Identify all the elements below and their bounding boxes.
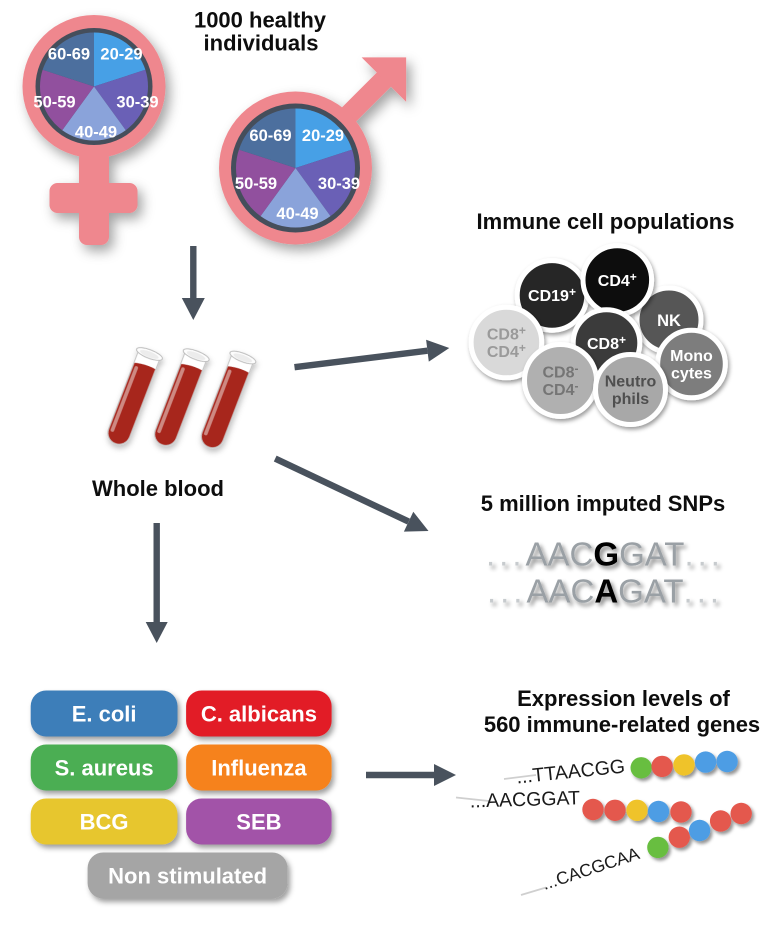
svg-text:Whole blood: Whole blood — [92, 476, 224, 501]
svg-text:60-69: 60-69 — [48, 46, 90, 64]
svg-text:40-49: 40-49 — [276, 205, 318, 223]
svg-text:Immune cell populations: Immune cell populations — [477, 209, 735, 234]
svg-text:Influenza: Influenza — [211, 755, 307, 780]
svg-text:Expression levels of: Expression levels of — [517, 686, 730, 711]
svg-text:E. coli: E. coli — [72, 701, 137, 726]
svg-text:S. aureus: S. aureus — [55, 755, 154, 780]
svg-text:phils: phils — [612, 391, 649, 408]
svg-text:50-59: 50-59 — [33, 94, 75, 112]
svg-text:...AACAGAT...: ...AACAGAT... — [487, 573, 723, 610]
svg-text:individuals: individuals — [204, 31, 319, 56]
svg-text:NK: NK — [657, 312, 681, 330]
svg-text:50-59: 50-59 — [235, 175, 277, 193]
svg-text:30-39: 30-39 — [116, 94, 158, 112]
svg-text:CD4+: CD4+ — [598, 270, 637, 290]
svg-text:SEB: SEB — [236, 809, 281, 834]
svg-text:...AACGGAT: ...AACGGAT — [469, 787, 580, 812]
svg-text:30-39: 30-39 — [318, 175, 360, 193]
svg-text:Mono: Mono — [670, 348, 713, 365]
svg-text:CD4+: CD4+ — [487, 341, 526, 361]
svg-text:5 million imputed SNPs: 5 million imputed SNPs — [481, 491, 725, 516]
svg-text:60-69: 60-69 — [249, 127, 291, 145]
svg-text:BCG: BCG — [80, 809, 129, 834]
svg-text:Non stimulated: Non stimulated — [108, 863, 267, 888]
svg-text:C. albicans: C. albicans — [201, 701, 317, 726]
svg-text:CD19+: CD19+ — [528, 285, 576, 305]
svg-text:40-49: 40-49 — [75, 124, 117, 142]
svg-text:20-29: 20-29 — [100, 46, 142, 64]
svg-text:CD8+: CD8+ — [487, 324, 526, 344]
svg-text:CD8+: CD8+ — [587, 333, 626, 353]
svg-text:560 immune-related genes: 560 immune-related genes — [484, 712, 760, 737]
svg-text:Neutro: Neutro — [605, 374, 657, 391]
svg-text:...AACGGAT...: ...AACGGAT... — [486, 536, 724, 573]
svg-text:cytes: cytes — [671, 366, 712, 383]
svg-text:CD4-: CD4- — [542, 379, 578, 399]
svg-text:CD8-: CD8- — [542, 362, 578, 382]
svg-text:20-29: 20-29 — [302, 127, 344, 145]
svg-text:1000 healthy: 1000 healthy — [194, 8, 327, 33]
